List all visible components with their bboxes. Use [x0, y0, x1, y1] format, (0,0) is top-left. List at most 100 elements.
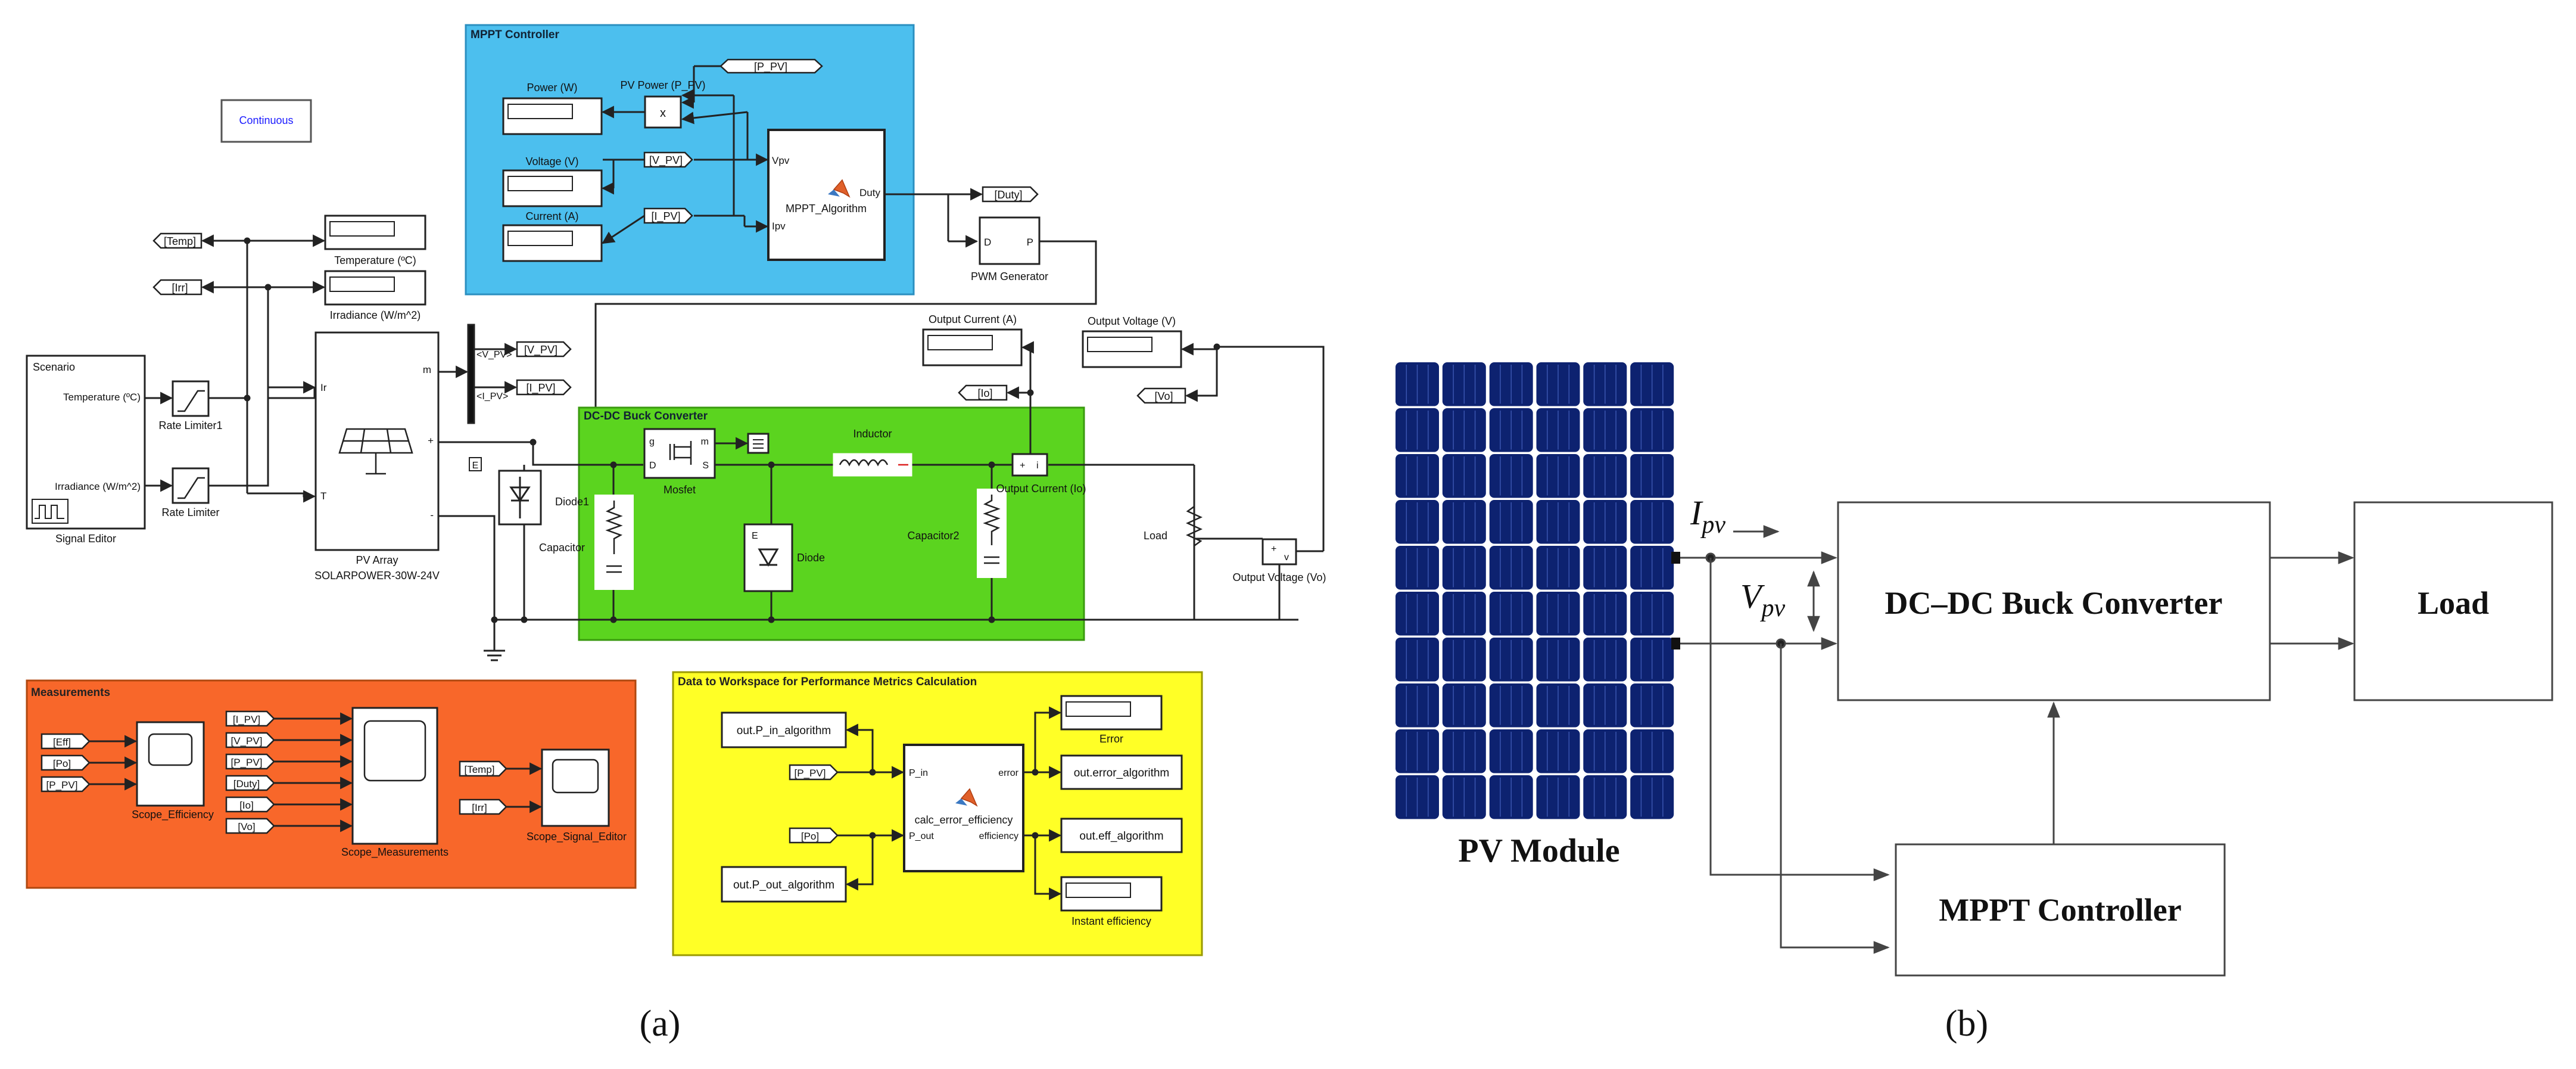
- tag-io[interactable]: [958, 384, 1008, 401]
- pv-module-label: PV Module: [1458, 832, 1619, 869]
- bus-v-pv: <V_PV>: [476, 350, 512, 360]
- tag-v-pv-bus[interactable]: [516, 341, 572, 358]
- tag-i-pv-bus[interactable]: [516, 379, 572, 396]
- tag-v-pv-mppt-text: [V_PV]: [649, 154, 683, 167]
- tag-p-pv-workspace[interactable]: [789, 764, 839, 781]
- tag-p-pv-meas2[interactable]: [225, 753, 275, 770]
- pwm-port-p: P: [1027, 237, 1033, 248]
- pv-terminal-top: [1671, 552, 1680, 564]
- tag-temp-meas-text: [Temp]: [464, 764, 494, 775]
- load-label: Load: [1144, 530, 1167, 542]
- tag-v-pv-mppt[interactable]: [643, 151, 693, 168]
- port-efficiency: efficiency: [979, 831, 1018, 841]
- scenario-irr-port: Irradiance (W/m^2): [55, 481, 141, 492]
- tag-po-workspace[interactable]: [789, 827, 839, 844]
- tag-temp[interactable]: [152, 232, 203, 249]
- capacitor-label: Capacitor: [539, 542, 585, 554]
- p-out-algorithm-text: out.P_out_algorithm: [733, 879, 834, 891]
- load-box-label: Load: [2418, 585, 2489, 621]
- buck-converter-box-label: DC–DC Buck Converter: [1885, 585, 2223, 621]
- buck-converter-box[interactable]: [1837, 501, 2271, 701]
- error-algorithm-text: out.error_algorithm: [1074, 767, 1170, 779]
- tag-i-pv-mppt[interactable]: [643, 207, 693, 224]
- calc-error-efficiency-block[interactable]: [903, 744, 1024, 872]
- mppt-algorithm-block[interactable]: [767, 129, 886, 261]
- scenario-title: Scenario: [33, 361, 75, 373]
- scenario-temp-port: Temperature (ºC): [63, 391, 141, 403]
- tag-temp-meas[interactable]: [459, 760, 507, 777]
- pv-power-label: PV Power (P_PV): [620, 79, 705, 92]
- output-current-display-label: Output Current (A): [929, 313, 1017, 325]
- tag-vo-meas-text: [Vo]: [238, 821, 255, 832]
- current-sensor-block[interactable]: [1011, 453, 1048, 477]
- pv-port-plus: +: [428, 435, 434, 446]
- ipv-symbol: Ipv: [1690, 493, 1725, 539]
- mosfet-port-s: S: [702, 461, 709, 471]
- measurements-title: Measurements: [31, 686, 110, 699]
- mppt-controller-box[interactable]: [1895, 843, 2226, 977]
- load-resistor[interactable]: [1185, 495, 1203, 578]
- pwm-generator-label: PWM Generator: [971, 271, 1048, 282]
- port-ipv: Ipv: [772, 220, 786, 232]
- calc-error-efficiency-label: calc_error_efficiency: [915, 814, 1013, 826]
- tag-irr-text: [Irr]: [172, 282, 188, 294]
- pv-port-minus: -: [430, 509, 434, 521]
- powergui-block[interactable]: [220, 99, 312, 143]
- tag-io-meas-text: [Io]: [239, 800, 254, 811]
- tag-vo-meas[interactable]: [225, 818, 275, 834]
- output-current-sensor-label: Output Current (Io): [996, 483, 1086, 495]
- tag-p-pv-workspace-text: [P_PV]: [795, 767, 826, 779]
- tag-p-pv-meas2-text: [P_PV]: [231, 757, 263, 768]
- bus-selector[interactable]: [467, 324, 475, 424]
- tag-p-pv-mppt-text: [P_PV]: [754, 61, 787, 73]
- tag-i-pv-meas[interactable]: [225, 710, 275, 727]
- rate-limiter-label: Rate Limiter: [161, 506, 219, 518]
- tag-irr[interactable]: [152, 279, 203, 296]
- tag-v-pv-meas[interactable]: [225, 732, 275, 748]
- diode1-gate-tag[interactable]: [469, 457, 482, 471]
- tag-po-workspace-text: [Po]: [801, 831, 819, 842]
- pwm-generator-block[interactable]: [979, 216, 1041, 265]
- port-p-out: P_out: [909, 831, 934, 841]
- tag-v-pv-meas-text: [V_PV]: [231, 735, 263, 747]
- pv-module-grid: [1394, 361, 1674, 825]
- tag-vo-text: [Vo]: [1154, 390, 1173, 402]
- output-voltage-display-label: Output Voltage (V): [1088, 315, 1176, 327]
- p-in-algorithm-text: out.P_in_algorithm: [737, 725, 831, 737]
- port-vpv: Vpv: [772, 155, 790, 166]
- scope-measurements-label: Scope_Measurements: [341, 846, 448, 859]
- tag-eff[interactable]: [41, 733, 91, 750]
- mosfet-icon: [669, 441, 692, 465]
- p-in-algorithm-block[interactable]: [721, 711, 847, 748]
- workspace-title: Data to Workspace for Performance Metric…: [678, 676, 977, 688]
- tag-io-meas[interactable]: [225, 796, 275, 813]
- pv-array-label: PV Array: [356, 554, 398, 566]
- tag-eff-text: [Eff]: [53, 737, 71, 748]
- svg-text:v: v: [1284, 552, 1289, 563]
- buck-area-title: DC-DC Buck Converter: [584, 410, 708, 422]
- tag-duty[interactable]: [982, 186, 1039, 203]
- tag-duty-meas-text: [Duty]: [233, 778, 260, 790]
- port-error: error: [998, 768, 1018, 778]
- scope-efficiency-label: Scope_Efficiency: [132, 809, 214, 821]
- diode-label: Diode: [797, 552, 825, 564]
- p-out-algorithm-block[interactable]: [721, 866, 847, 903]
- voltage-sensor-block[interactable]: [1261, 538, 1297, 565]
- tag-po[interactable]: [41, 754, 91, 771]
- svg-text:+: +: [1271, 544, 1276, 554]
- caption-a: (a): [640, 1003, 681, 1044]
- eff-algorithm-block[interactable]: [1060, 818, 1183, 853]
- tag-vo[interactable]: [1136, 387, 1186, 404]
- tag-i-pv-meas-text: [I_PV]: [233, 714, 260, 725]
- instant-efficiency-label: Instant efficiency: [1071, 915, 1151, 927]
- rate-limiter1-label: Rate Limiter1: [158, 419, 222, 431]
- inductor-coil-icon: [839, 459, 889, 467]
- tag-irr-meas[interactable]: [459, 798, 507, 815]
- product-symbol: x: [660, 107, 666, 120]
- error-algorithm-block[interactable]: [1060, 754, 1183, 790]
- load-box[interactable]: [2353, 501, 2553, 701]
- mosfet-block[interactable]: [643, 428, 716, 479]
- tag-p-pv-meas[interactable]: [41, 776, 91, 793]
- svg-text:+: +: [1020, 461, 1025, 471]
- tag-duty-meas[interactable]: [225, 775, 275, 791]
